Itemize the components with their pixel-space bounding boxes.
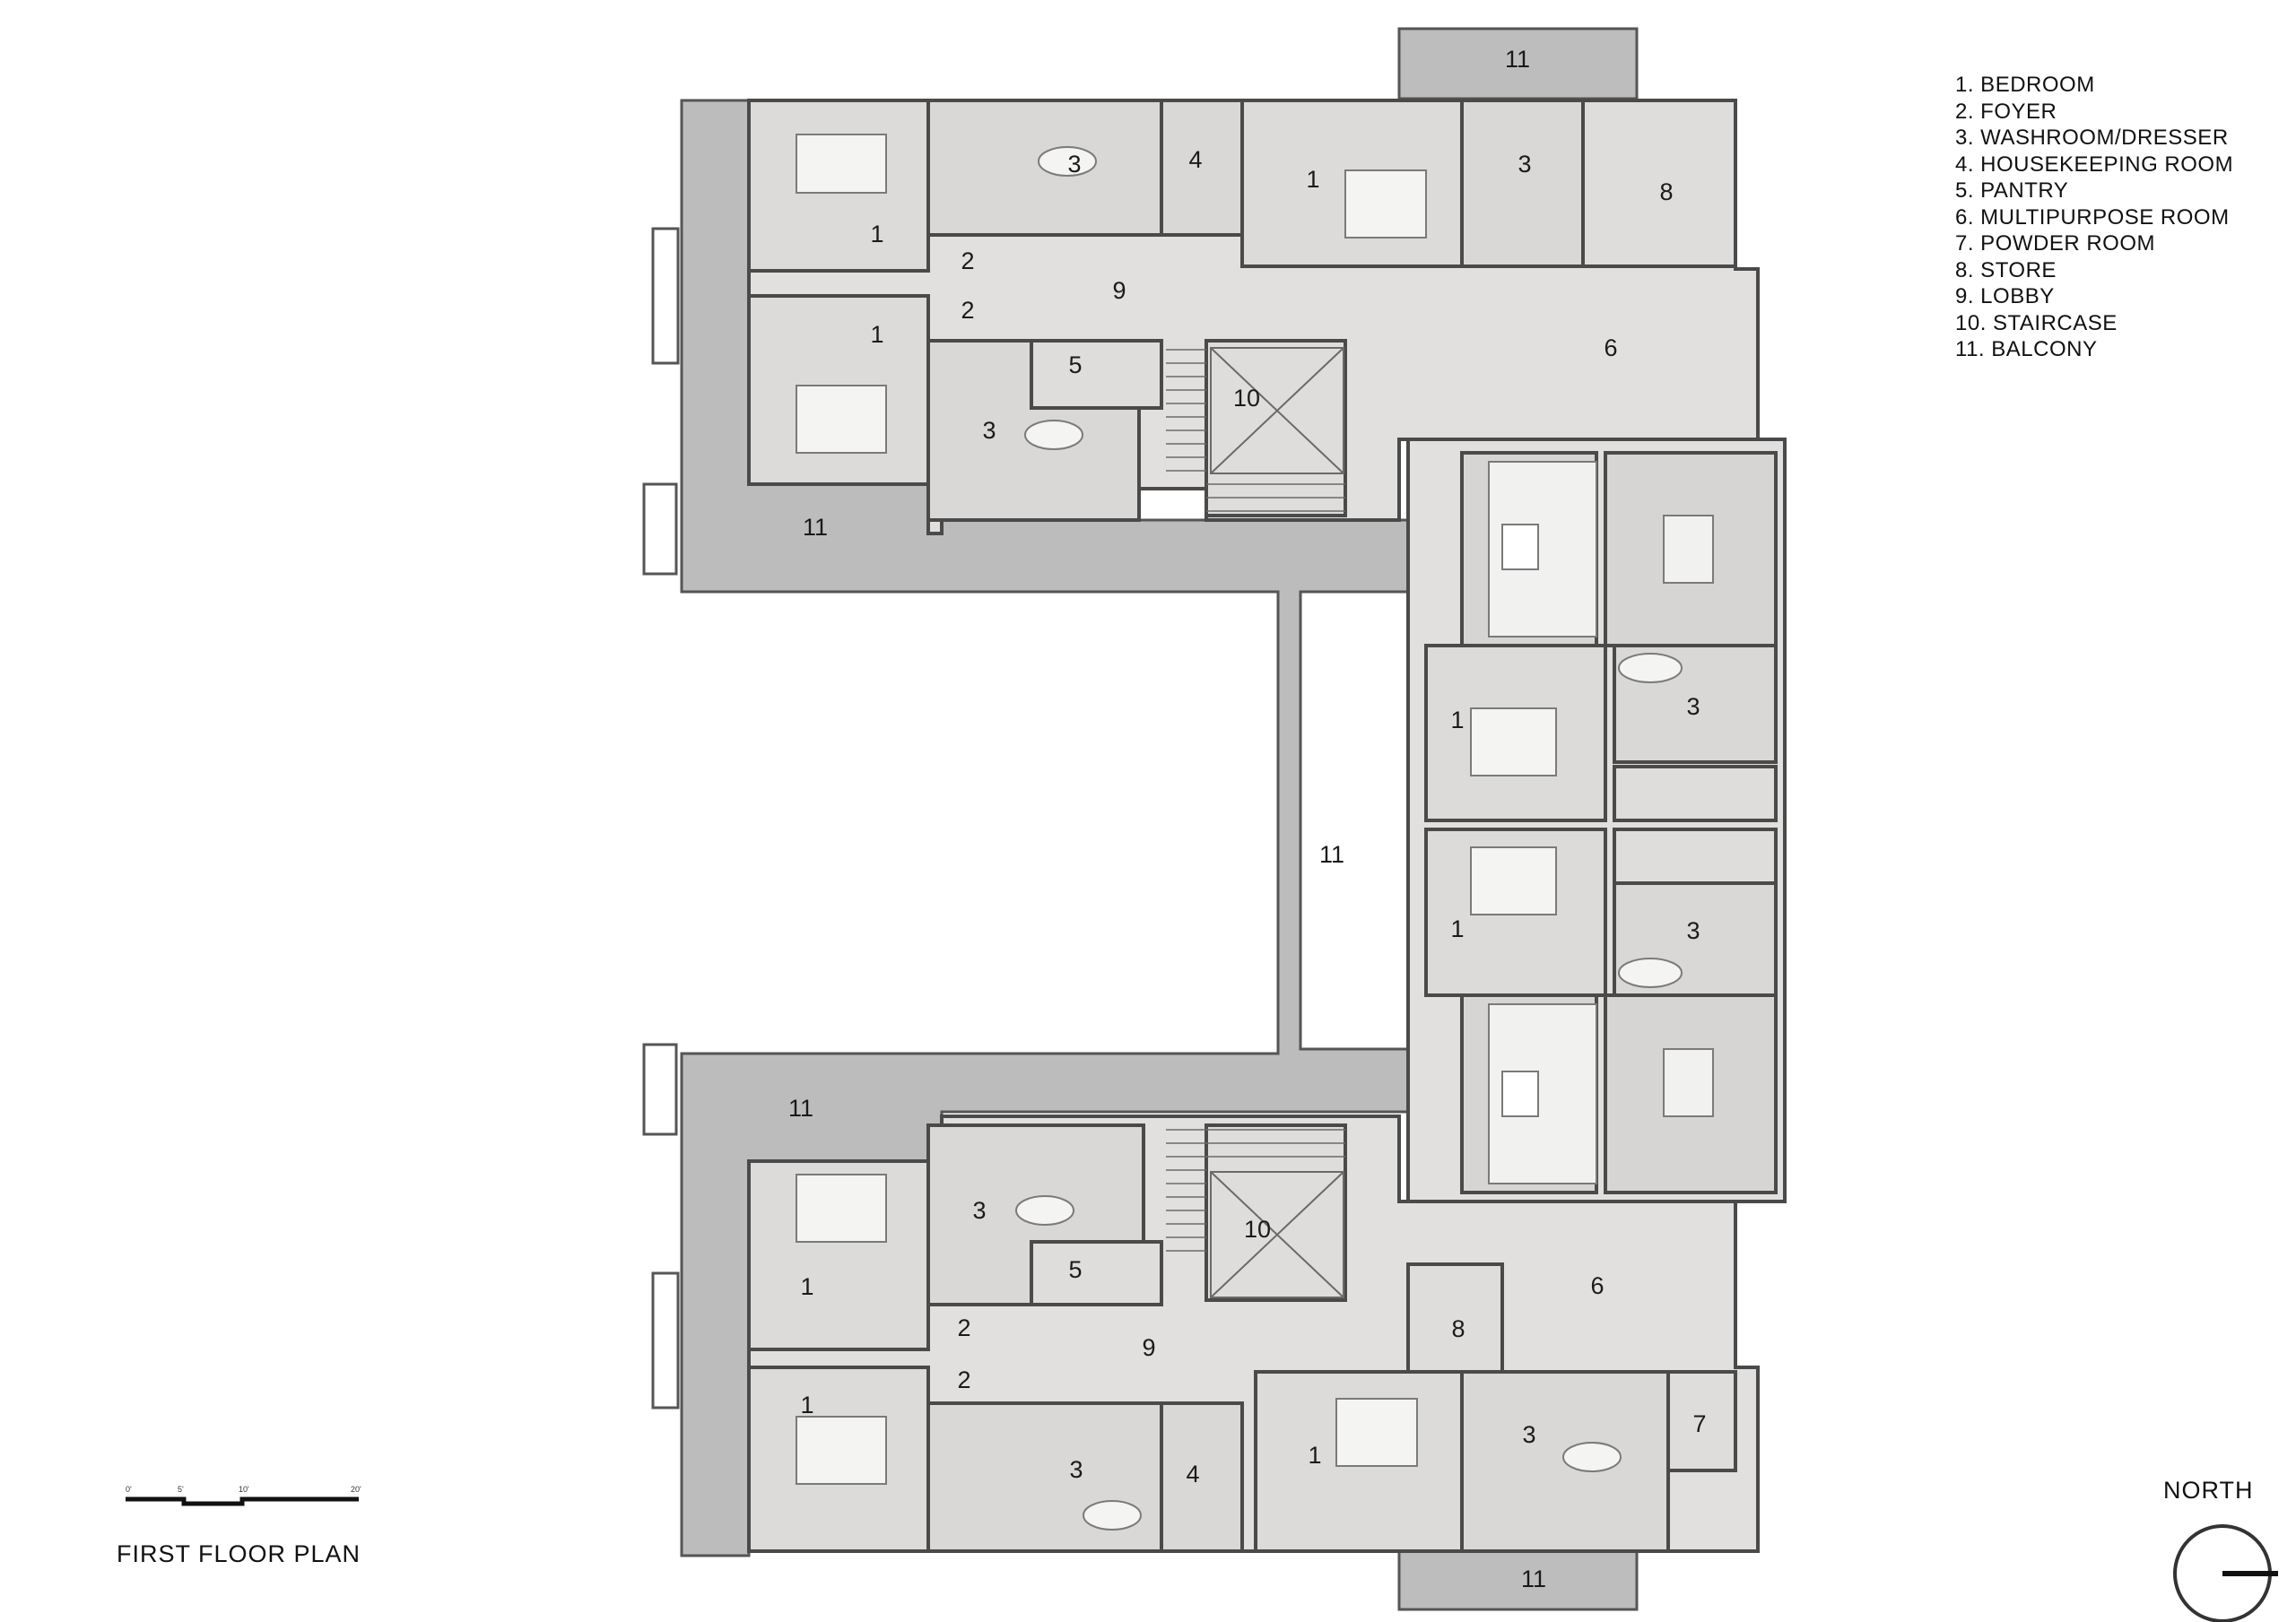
room-label: 6: [1590, 1272, 1604, 1299]
room-label: 10: [1233, 385, 1260, 412]
legend-item: 4. HOUSEKEEPING ROOM: [1955, 152, 2234, 177]
scale-bar: 0' 5' 10' 20': [126, 1485, 361, 1506]
furniture-beds: [796, 134, 1557, 1485]
window-left-top-2: [642, 482, 678, 576]
legend-item: 5. PANTRY: [1955, 178, 2069, 203]
room-label: 8: [1451, 1315, 1465, 1342]
room-label: 11: [1521, 1566, 1546, 1592]
room-label: 9: [1142, 1334, 1155, 1361]
legend-item: 1. BEDROOM: [1955, 73, 2095, 97]
room-label: 3: [1069, 1456, 1083, 1483]
north-label: NORTH: [2163, 1477, 2254, 1504]
room-label: 1: [870, 221, 883, 247]
window-left-bottom-2: [642, 1043, 678, 1136]
room-label: 2: [957, 1366, 970, 1393]
room-label: 1: [800, 1273, 813, 1300]
room-label: 2: [957, 1314, 970, 1341]
room-label: 1: [870, 321, 883, 348]
legend-item: 3. WASHROOM/DRESSER: [1955, 126, 2229, 150]
room-label: 1: [1308, 1442, 1321, 1469]
legend-item: 6. MULTIPURPOSE ROOM: [1955, 204, 2230, 230]
room-label: 2: [961, 247, 974, 274]
room-label: 4: [1186, 1461, 1199, 1488]
room-label: 5: [1068, 351, 1082, 378]
room-label: 10: [1244, 1216, 1271, 1243]
room-label: 3: [1686, 917, 1700, 944]
legend-item: 11. BALCONY: [1955, 337, 2098, 361]
room-label: 11: [1505, 46, 1530, 73]
legend-item: 8. STORE: [1955, 257, 2057, 282]
room-labels: 11 1 3 4 1 3 8 2 9 2 1 5 10 3 6 11 1 3 1…: [788, 46, 1707, 1592]
balcony-north-bottom: [1397, 1549, 1639, 1611]
scale-tick: 20': [351, 1485, 361, 1494]
legend-item: 7. POWDER ROOM: [1955, 231, 2156, 256]
staircase-voids: [1210, 347, 1344, 1298]
staircase-n: [1205, 339, 1347, 517]
room-label: 2: [961, 297, 974, 324]
room-label: 5: [1068, 1256, 1082, 1283]
scale-tick: 5': [178, 1485, 184, 1494]
room-label: 3: [972, 1197, 986, 1224]
scale-tick: 10': [239, 1485, 249, 1494]
room-label: 1: [1450, 707, 1464, 733]
room-label: 3: [1686, 693, 1700, 720]
furniture-living: [1488, 461, 1714, 1184]
legend: 1. BEDROOM 2. FOYER 3. WASHROOM/DRESSER …: [1955, 72, 2233, 363]
room-label: 7: [1692, 1410, 1706, 1437]
room-label: 3: [982, 417, 996, 444]
legend-item: 10. STAIRCASE: [1955, 310, 2118, 335]
staircase-s: [1205, 1123, 1347, 1302]
window-left-top: [651, 227, 680, 365]
stair-treads: [1166, 349, 1345, 1252]
room-label: 9: [1112, 277, 1126, 304]
room-label: 1: [1450, 915, 1464, 942]
room-label: 3: [1522, 1421, 1535, 1448]
washroom-n-2: [1460, 99, 1585, 268]
wc-e-2: [1613, 828, 1778, 885]
wc-e-1: [1613, 765, 1778, 822]
legend-item: 2. FOYER: [1955, 99, 2057, 124]
plan-title: FIRST FLOOR PLAN: [117, 1540, 361, 1567]
powder-room-s: [1666, 1370, 1737, 1472]
room-label: 1: [800, 1392, 813, 1418]
housekeeping-s: [1160, 1401, 1244, 1553]
scale-tick: 0': [126, 1485, 132, 1494]
south-wing: [747, 1115, 1760, 1553]
furniture-fixtures: [1015, 146, 1683, 1531]
store-n: [1581, 99, 1737, 268]
pantry-s: [1030, 1240, 1163, 1306]
legend-item: 9. LOBBY: [1955, 284, 2055, 308]
room-label: 8: [1659, 178, 1673, 205]
room-label: 3: [1518, 151, 1531, 178]
room-label: 1: [1306, 166, 1319, 193]
pantry-n: [1030, 339, 1163, 410]
room-label: 11: [803, 514, 828, 541]
room-label: 3: [1067, 151, 1081, 178]
north-arrow-icon: [2173, 1524, 2278, 1622]
window-left-bottom: [651, 1271, 680, 1409]
room-label: 11: [788, 1095, 813, 1122]
room-label: 11: [1319, 841, 1344, 868]
room-label: 4: [1188, 146, 1202, 173]
washroom-s-2: [926, 1401, 1163, 1553]
room-label: 6: [1604, 334, 1617, 361]
